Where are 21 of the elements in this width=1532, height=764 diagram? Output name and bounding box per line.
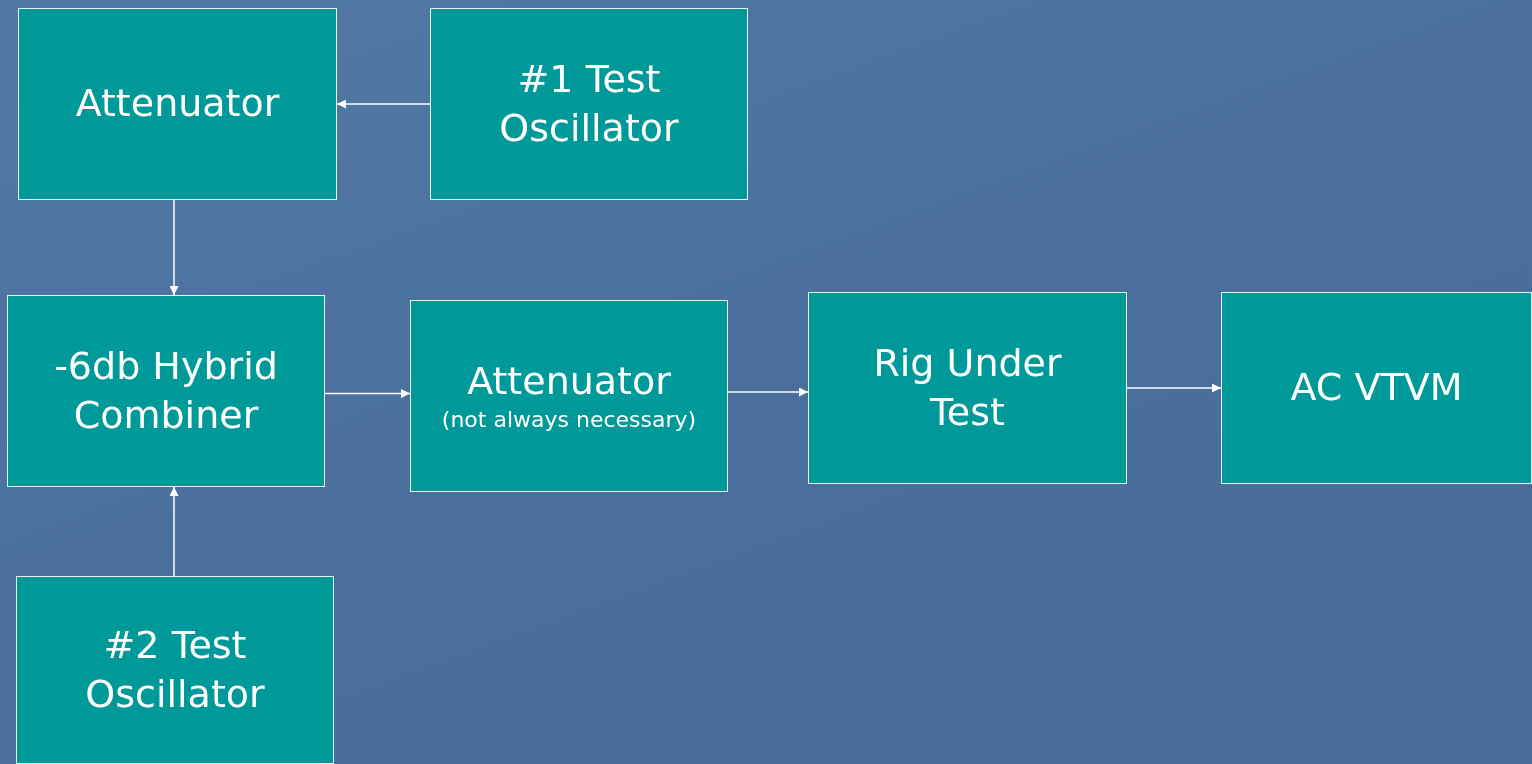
box-note: (not always necessary) xyxy=(441,406,697,435)
process-box xyxy=(18,8,337,200)
arrow xyxy=(727,387,809,397)
arrow xyxy=(324,389,411,398)
process-box xyxy=(410,300,728,492)
box-label: #1 Test Oscillator xyxy=(498,55,680,152)
box-label: Attenuator xyxy=(75,80,280,128)
box-label: -6db Hybrid Combiner xyxy=(53,342,279,439)
arrow xyxy=(169,199,179,296)
process-box xyxy=(7,295,325,487)
process-box xyxy=(1221,292,1532,484)
process-box xyxy=(430,8,748,200)
box-label: Attenuator xyxy=(467,358,671,405)
arrow xyxy=(169,486,179,577)
process-box xyxy=(808,292,1127,484)
arrow xyxy=(336,99,431,109)
arrow xyxy=(1126,383,1222,393)
process-box xyxy=(16,576,334,764)
box-label: #2 Test Oscillator xyxy=(84,621,266,718)
box-label: AC VTVM xyxy=(1290,364,1463,412)
box-label: Rig Under Test xyxy=(872,339,1063,436)
